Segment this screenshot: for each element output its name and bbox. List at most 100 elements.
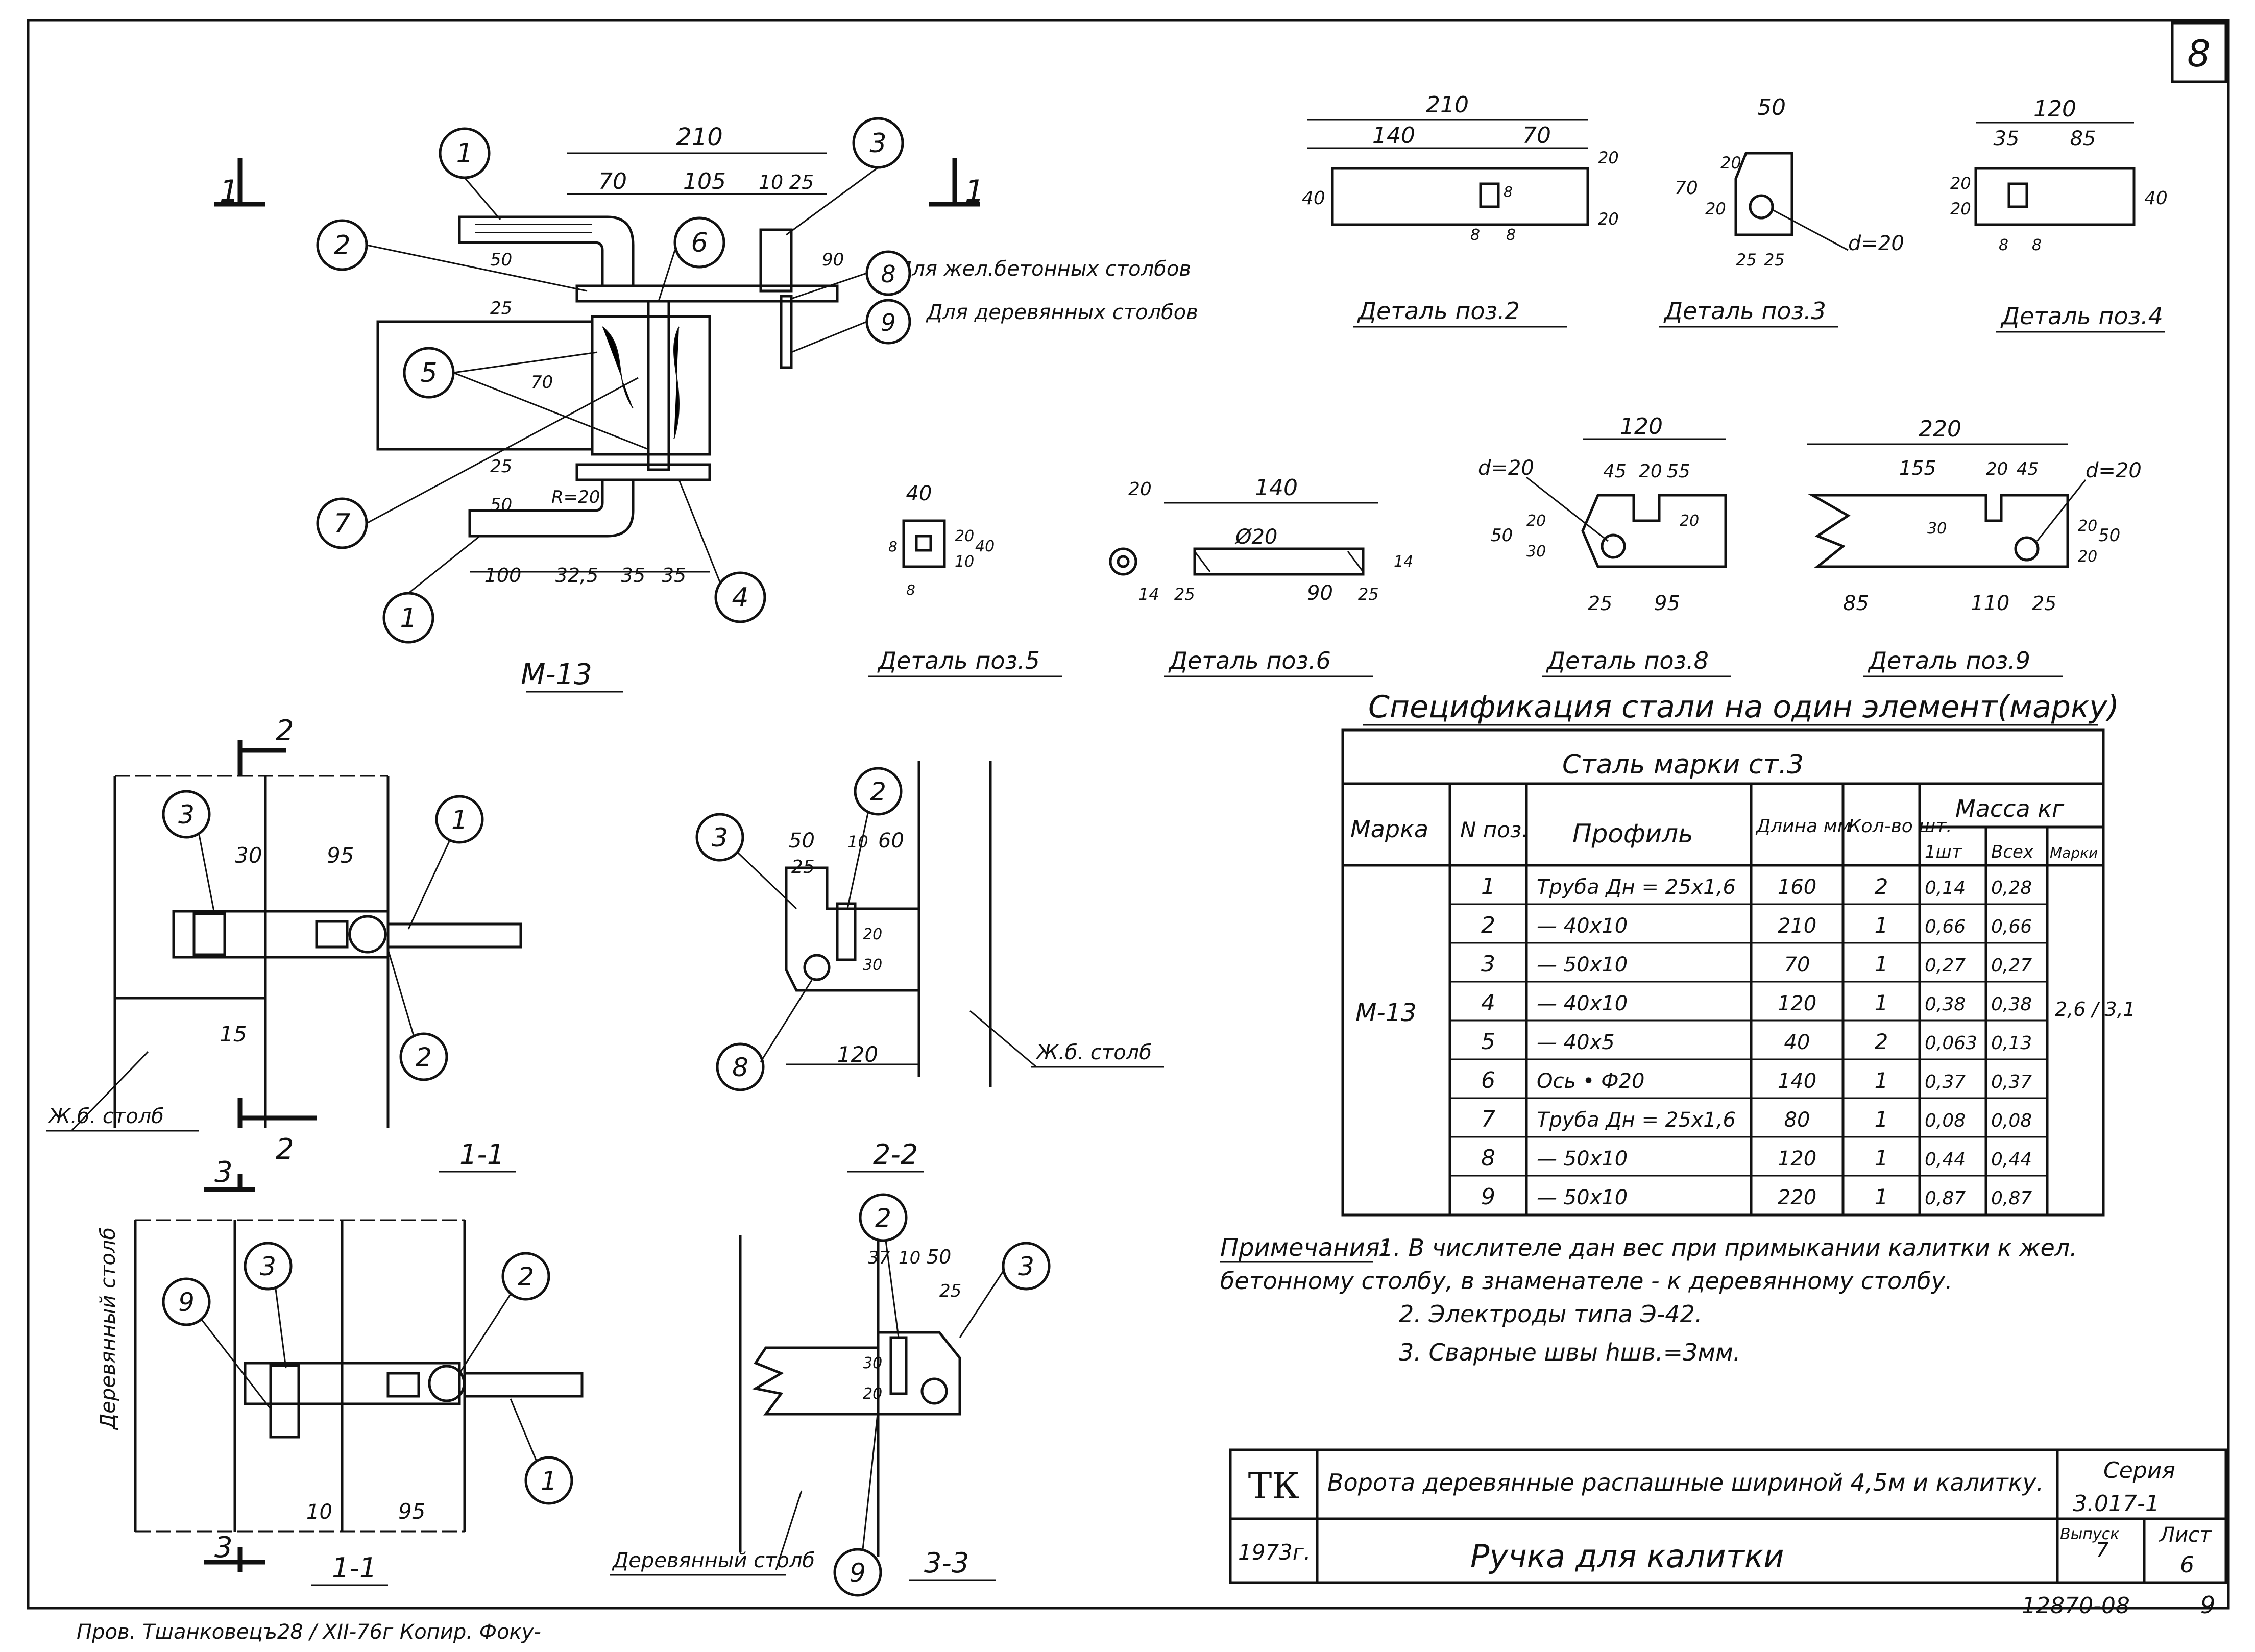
notes: Примечания: 1. В числителе дан вес при п… (1220, 1233, 2077, 1366)
detail-3-title: Деталь поз.3 (1663, 297, 1826, 325)
svg-text:Серия: Серия (2103, 1457, 2175, 1484)
note-wood: Для деревянных столбов (926, 301, 1198, 324)
section-1-1-bottom-title: 1-1 (332, 1552, 377, 1584)
svg-text:6: 6 (2180, 1552, 2194, 1578)
spec-cell-length: 120 (1778, 1147, 1816, 1171)
spec-cell-mall: 0,87 (1991, 1188, 2032, 1209)
section-3-3-title: 3-3 (924, 1547, 969, 1579)
svg-text:7: 7 (2096, 1539, 2109, 1562)
svg-text:45: 45 (1603, 461, 1627, 482)
spec-cell-mall: 0,08 (1991, 1110, 2032, 1131)
svg-text:3. Сварные швы hшв.=3мм.: 3. Сварные швы hшв.=3мм. (1399, 1339, 1740, 1366)
svg-text:20: 20 (1680, 512, 1699, 530)
svg-text:25: 25 (1764, 250, 1785, 270)
spec-cell-qty: 1 (1875, 1184, 1888, 1209)
dim-210: 210 (676, 123, 723, 152)
spec-cell-length: 160 (1778, 876, 1816, 899)
spec-cell-mall: 0,27 (1991, 955, 2032, 976)
svg-text:20: 20 (1639, 461, 1662, 482)
detail-5-title: Деталь поз.5 (877, 647, 1040, 674)
dim-50: 50 (490, 250, 512, 270)
svg-text:3: 3 (712, 823, 728, 853)
svg-text:2: 2 (518, 1262, 534, 1292)
callout-6: 6 (691, 228, 708, 258)
spec-cell-qty: 1 (1875, 1107, 1888, 1132)
spec-cell-qty: 1 (1875, 1146, 1888, 1171)
org-code: ТК (1248, 1465, 1300, 1507)
svg-text:25: 25 (1588, 592, 1612, 615)
spec-cell-length: 40 (1784, 1031, 1810, 1054)
detail-2: 210 140 70 40 20 20 8 8 8 Деталь поз.2 (1302, 92, 1619, 328)
spec-cell-profile: Труба Дн = 25х1,6 (1537, 876, 1736, 899)
svg-text:220: 220 (1919, 416, 1961, 442)
svg-text:85: 85 (1843, 592, 1869, 615)
view-m13: 1 1 210 70 105 10 25 100 32,5 35 35 R=20 (214, 117, 1198, 693)
callout-7: 7 (333, 508, 350, 539)
callout-1-top: 1 (456, 138, 473, 169)
svg-text:2: 2 (416, 1042, 432, 1072)
svg-text:20: 20 (955, 527, 974, 545)
svg-text:140: 140 (1372, 123, 1415, 149)
spec-cell-qty: 1 (1875, 913, 1888, 938)
svg-text:85: 85 (2070, 127, 2096, 151)
page-badge-box (2171, 21, 2227, 83)
svg-text:Марка: Марка (1350, 815, 1428, 843)
svg-text:Профиль: Профиль (1572, 819, 1693, 848)
svg-text:Ø20: Ø20 (1234, 525, 1277, 549)
svg-text:45: 45 (2017, 459, 2039, 479)
svg-text:d=20: d=20 (1848, 232, 1904, 255)
spec-cell-length: 220 (1778, 1186, 1816, 1209)
svg-text:10: 10 (899, 1248, 920, 1268)
dim-35b: 35 (662, 564, 686, 587)
svg-text:8: 8 (732, 1053, 748, 1082)
svg-text:50: 50 (1757, 94, 1786, 120)
spec-cell-pos: 8 (1481, 1145, 1495, 1171)
svg-text:20: 20 (1950, 199, 1971, 218)
project-title: Ворота деревянные распашные шириной 4,5м… (1327, 1469, 2044, 1496)
spec-cell-length: 120 (1778, 992, 1816, 1015)
detail-6-title: Деталь поз.6 (1168, 647, 1331, 674)
svg-text:3.017-1: 3.017-1 (2073, 1491, 2160, 1517)
dim-70: 70 (598, 168, 627, 195)
detail-3: 50 70 20 25 25 d=20 20 Деталь поз.3 (1659, 94, 1904, 328)
svg-text:30: 30 (863, 1354, 882, 1372)
svg-text:9: 9 (850, 1558, 866, 1588)
spec-cell-profile: — 50х10 (1537, 953, 1628, 977)
spec-cell-pos: 7 (1481, 1106, 1495, 1132)
sheet-frame (27, 19, 2230, 1610)
spec-cell-profile: — 40х10 (1537, 914, 1628, 938)
svg-text:8: 8 (1504, 183, 1513, 200)
spec-cell-profile: — 50х10 (1537, 1186, 1628, 1209)
spec-cell-mall: 0,44 (1991, 1149, 2032, 1170)
svg-text:10: 10 (955, 553, 974, 571)
svg-text:1: 1 (541, 1466, 557, 1496)
spec-cell-mall: 0,37 (1991, 1072, 2032, 1092)
svg-text:40: 40 (2144, 188, 2168, 209)
dim-r20: R=20 (551, 487, 600, 507)
svg-text:Выпуск: Выпуск (2060, 1525, 2119, 1543)
svg-text:25: 25 (1358, 585, 1379, 604)
detail-4-title: Деталь поз.4 (2000, 302, 2163, 330)
detail-8-title: Деталь поз.8 (1546, 647, 1709, 674)
spec-cell-qty: 2 (1875, 1029, 1888, 1054)
svg-text:20: 20 (2078, 548, 2097, 566)
svg-text:d=20: d=20 (2086, 459, 2142, 482)
spec-cell-length: 70 (1784, 953, 1810, 977)
svg-text:бетонному столбу, в знаменател: бетонному столбу, в знаменателе - к дере… (1220, 1267, 1953, 1295)
svg-text:9: 9 (178, 1287, 195, 1317)
spec-cell-profile: — 50х10 (1537, 1147, 1628, 1171)
svg-text:55: 55 (1667, 461, 1690, 482)
svg-text:20: 20 (1598, 148, 1619, 167)
svg-text:20: 20 (1526, 512, 1546, 530)
svg-text:Примечания:: Примечания: (1220, 1233, 1388, 1262)
detail-4: 120 35 85 40 20 20 8 8 Деталь поз.4 (1950, 96, 2168, 333)
section-3-3: 37 10 50 25 30 20 2 3 9 Деревянный столб… (610, 1193, 1051, 1597)
svg-text:3: 3 (178, 800, 195, 830)
svg-text:Масса кг: Масса кг (1955, 795, 2065, 822)
callout-1-bottom: 1 (400, 603, 417, 634)
spec-cell-qty: 1 (1875, 1068, 1888, 1093)
spec-cell-profile: Труба Дн = 25х1,6 (1537, 1108, 1736, 1132)
m13-title: М-13 (521, 658, 592, 691)
